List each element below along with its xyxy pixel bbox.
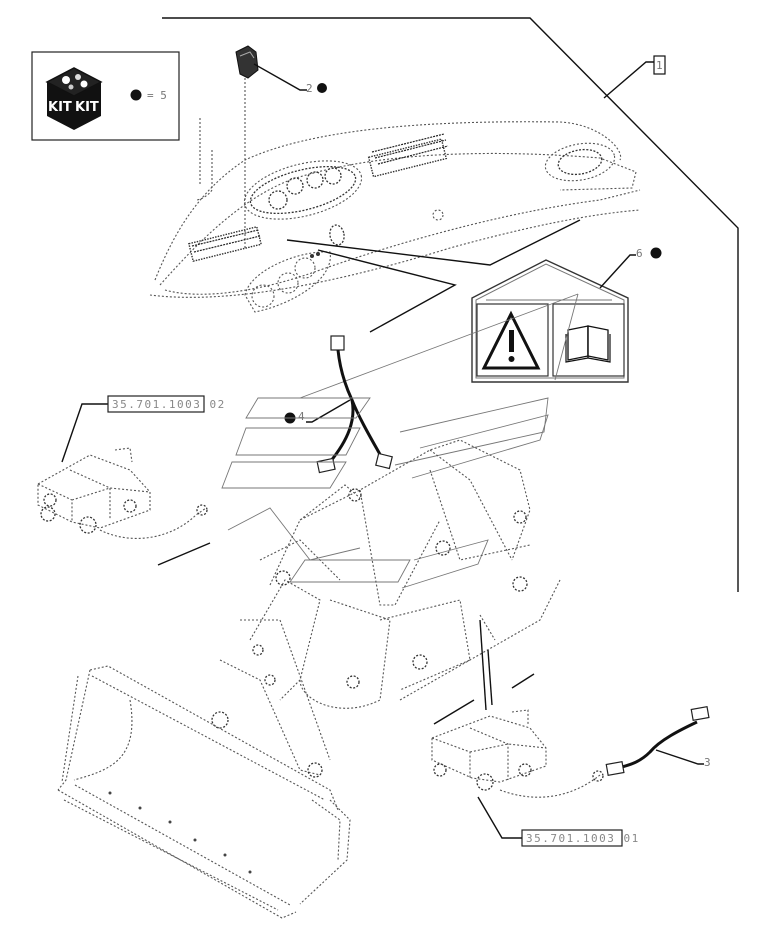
callout-2-kit-marker (317, 83, 327, 93)
manual-book-icon (565, 325, 611, 363)
decal-right-panel (552, 303, 625, 377)
callout-1-label: 1 (656, 59, 663, 72)
callout-2-label: 2 (306, 82, 313, 95)
kit-box-icon: KIT KIT (45, 67, 103, 130)
callout-1-box[interactable] (653, 55, 666, 75)
ref-02-label: 35.701.1003 02 (112, 398, 226, 411)
ref-01-label: 35.701.1003 01 (526, 832, 640, 845)
loader-frame-part[interactable] (211, 439, 561, 778)
decal-left-panel (476, 303, 549, 377)
mounting-plates (221, 397, 549, 589)
warning-decal-part[interactable]: 6 (299, 247, 662, 399)
valve-block-lower-part[interactable]: 35.701.1003 01 (431, 699, 640, 847)
wiring-harness-4-part[interactable]: 4 (284, 335, 393, 474)
callout-1-frame: 1 (162, 17, 739, 592)
bucket-part[interactable] (57, 665, 351, 919)
kit-marker-icon (130, 89, 142, 101)
dashboard-part[interactable] (149, 118, 641, 333)
callout-6-kit-marker (650, 247, 662, 259)
joystick-part[interactable]: 2 (235, 45, 327, 250)
kit-legend: KIT KIT = 5 (31, 51, 180, 141)
kit-label-right: KIT (75, 100, 99, 115)
wiring-harness-3-part[interactable]: 3 (605, 705, 711, 776)
callout-4-label: 4 (298, 410, 305, 423)
callout-6-label: 6 (636, 247, 643, 260)
kit-label-left: KIT (48, 100, 72, 115)
ref-01-box[interactable] (521, 829, 623, 847)
valve-block-upper-part[interactable]: 35.701.1003 02 (37, 395, 226, 566)
callout-3-label: 3 (704, 756, 711, 769)
warning-triangle-icon (481, 310, 541, 370)
kit-marker-text: = 5 (147, 89, 167, 102)
ref-02-box[interactable] (107, 395, 205, 413)
